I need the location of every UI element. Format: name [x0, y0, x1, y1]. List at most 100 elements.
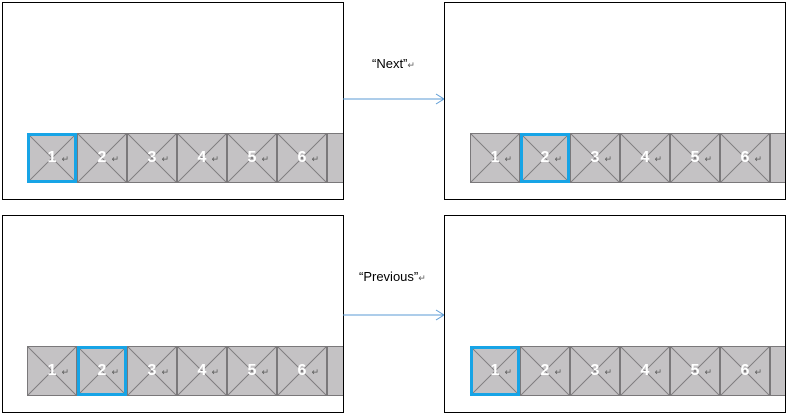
thumbnail[interactable]: 2 ↵: [77, 133, 127, 183]
thumbnail[interactable]: 6 ↵: [277, 346, 327, 396]
thumbnail-number: 4: [197, 362, 207, 379]
thumbnail-number: 5: [247, 149, 257, 166]
thumbnail-number: 6: [297, 149, 307, 166]
thumbnail[interactable]: 2 ↵: [520, 346, 570, 396]
placeholder-cross-icon: [671, 134, 719, 182]
thumbnail[interactable]: 4 ↵: [177, 133, 227, 183]
thumbnail-partial: [770, 133, 785, 183]
thumbnail-number: 5: [690, 362, 700, 379]
thumbnail[interactable]: 6 ↵: [277, 133, 327, 183]
thumbnail-partial: [327, 346, 343, 396]
return-mark: ↵: [654, 367, 662, 377]
return-mark: ↵: [554, 154, 562, 164]
placeholder-cross-icon: [571, 134, 619, 182]
placeholder-cross-icon: [128, 347, 176, 395]
thumbnail[interactable]: 3 ↵: [570, 346, 620, 396]
placeholder-cross-icon: [80, 349, 124, 393]
placeholder-cross-icon: [228, 134, 276, 182]
placeholder-cross-icon: [621, 347, 669, 395]
thumbnail-number: 4: [640, 149, 650, 166]
return-mark: ↵: [261, 154, 269, 164]
return-mark: ↵: [418, 273, 426, 283]
frame-previous-after: 1 ↵ 2 ↵ 3 ↵ 4 ↵ 5 ↵ 6 ↵: [444, 215, 786, 413]
return-mark: ↵: [311, 154, 319, 164]
thumbnail-number: 4: [640, 362, 650, 379]
return-mark: ↵: [311, 367, 319, 377]
thumbnail[interactable]: 5 ↵: [670, 133, 720, 183]
thumbnail-number: 3: [590, 362, 600, 379]
thumbnail-number: 5: [247, 362, 257, 379]
placeholder-cross-icon: [278, 347, 326, 395]
thumbnail-strip: 1 ↵ 2 ↵ 3 ↵ 4 ↵ 5 ↵ 6 ↵: [470, 133, 785, 183]
return-mark: ↵: [554, 367, 562, 377]
return-mark: ↵: [604, 154, 612, 164]
thumbnail-number: 4: [197, 149, 207, 166]
return-mark: ↵: [704, 367, 712, 377]
return-mark: ↵: [111, 154, 119, 164]
thumbnail-strip: 1 ↵ 2 ↵ 3 ↵ 4 ↵ 5 ↵ 6 ↵: [470, 346, 785, 396]
thumbnail-number: 3: [147, 149, 157, 166]
thumbnail[interactable]: 2 ↵: [520, 133, 570, 183]
frame-next-before: 1 ↵ 2 ↵ 3 ↵ 4 ↵ 5 ↵ 6 ↵: [2, 2, 344, 200]
placeholder-cross-icon: [471, 134, 519, 182]
action-label-text: “Next”: [372, 56, 408, 71]
thumbnail-number: 5: [690, 149, 700, 166]
thumbnail-partial: [770, 346, 785, 396]
arrow-previous: [343, 309, 445, 321]
thumbnail-number: 6: [297, 362, 307, 379]
arrow-next: [343, 93, 445, 105]
thumbnail-number: 6: [740, 362, 750, 379]
thumbnail[interactable]: 1 ↵: [470, 133, 520, 183]
thumbnail-number: 1: [490, 149, 500, 166]
thumbnail-number: 1: [490, 362, 500, 379]
placeholder-cross-icon: [671, 347, 719, 395]
return-mark: ↵: [754, 367, 762, 377]
placeholder-cross-icon: [721, 347, 769, 395]
return-mark: ↵: [211, 367, 219, 377]
thumbnail-number: 3: [590, 149, 600, 166]
return-mark: ↵: [111, 367, 119, 377]
thumbnail[interactable]: 5 ↵: [227, 346, 277, 396]
placeholder-cross-icon: [523, 136, 567, 180]
action-label: “Previous”↵: [359, 269, 426, 284]
return-mark: ↵: [754, 154, 762, 164]
action-label-text: “Previous”: [359, 269, 419, 284]
thumbnail-number: 2: [540, 362, 550, 379]
thumbnail[interactable]: 1 ↵: [470, 346, 520, 396]
placeholder-cross-icon: [28, 347, 76, 395]
thumbnail-strip: 1 ↵ 2 ↵ 3 ↵ 4 ↵ 5 ↵ 6 ↵: [27, 346, 343, 396]
thumbnail[interactable]: 5 ↵: [670, 346, 720, 396]
return-mark: ↵: [161, 154, 169, 164]
thumbnail-number: 1: [47, 362, 57, 379]
placeholder-cross-icon: [621, 134, 669, 182]
thumbnail[interactable]: 5 ↵: [227, 133, 277, 183]
frame-next-after: 1 ↵ 2 ↵ 3 ↵ 4 ↵ 5 ↵ 6 ↵: [444, 2, 786, 200]
thumbnail[interactable]: 3 ↵: [127, 346, 177, 396]
thumbnail[interactable]: 4 ↵: [620, 346, 670, 396]
return-mark: ↵: [61, 367, 69, 377]
placeholder-cross-icon: [278, 134, 326, 182]
placeholder-cross-icon: [128, 134, 176, 182]
thumbnail[interactable]: 6 ↵: [720, 346, 770, 396]
thumbnail[interactable]: 3 ↵: [570, 133, 620, 183]
return-mark: ↵: [161, 367, 169, 377]
return-mark: ↵: [654, 154, 662, 164]
placeholder-cross-icon: [30, 136, 74, 180]
thumbnail[interactable]: 4 ↵: [177, 346, 227, 396]
thumbnail[interactable]: 4 ↵: [620, 133, 670, 183]
thumbnail-strip: 1 ↵ 2 ↵ 3 ↵ 4 ↵ 5 ↵ 6 ↵: [27, 133, 343, 183]
thumbnail-partial: [327, 133, 343, 183]
thumbnail[interactable]: 3 ↵: [127, 133, 177, 183]
thumbnail[interactable]: 2 ↵: [77, 346, 127, 396]
placeholder-cross-icon: [721, 134, 769, 182]
placeholder-cross-icon: [228, 347, 276, 395]
placeholder-cross-icon: [78, 134, 126, 182]
placeholder-cross-icon: [521, 347, 569, 395]
placeholder-cross-icon: [571, 347, 619, 395]
thumbnail[interactable]: 1 ↵: [27, 346, 77, 396]
action-label: “Next”↵: [372, 56, 415, 71]
thumbnail-number: 6: [740, 149, 750, 166]
return-mark: ↵: [211, 154, 219, 164]
thumbnail[interactable]: 1 ↵: [27, 133, 77, 183]
thumbnail[interactable]: 6 ↵: [720, 133, 770, 183]
